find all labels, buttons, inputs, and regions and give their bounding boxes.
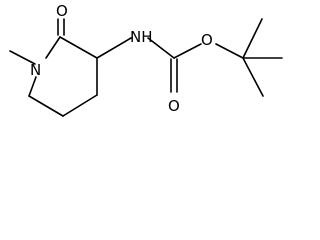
tert-butyl-group	[242, 18, 283, 97]
carbamate-carbonyl-double-bond	[170, 58, 178, 93]
bond-nh-c	[147, 37, 175, 59]
bond-c4-c5	[62, 94, 98, 117]
piperidinone-ring	[28, 36, 98, 117]
atom-ester-oxygen: O	[201, 31, 213, 49]
bond-n-methyl	[9, 50, 36, 65]
ring-carbonyl-double-bond	[57, 18, 65, 36]
atom-ring-carbonyl-oxygen: O	[56, 2, 68, 20]
atom-amide-nh: NH	[130, 28, 153, 46]
bond-o-tbu	[215, 43, 244, 59]
bond-c6-n1	[28, 76, 37, 97]
chemical-structure: N O NH O O	[9, 2, 283, 117]
bond-c3-nh	[96, 37, 132, 59]
atom-ring-nitrogen: N	[30, 61, 41, 79]
bond-c-o-ester	[173, 43, 202, 59]
atom-carbamate-carbonyl-oxygen: O	[168, 97, 180, 115]
bond-c2-c3	[59, 36, 98, 59]
bond-tbu-me-up	[242, 18, 263, 59]
bond-n1-c2	[45, 36, 61, 59]
bond-tbu-me-down	[242, 57, 264, 97]
bond-c5-c6	[28, 95, 64, 117]
